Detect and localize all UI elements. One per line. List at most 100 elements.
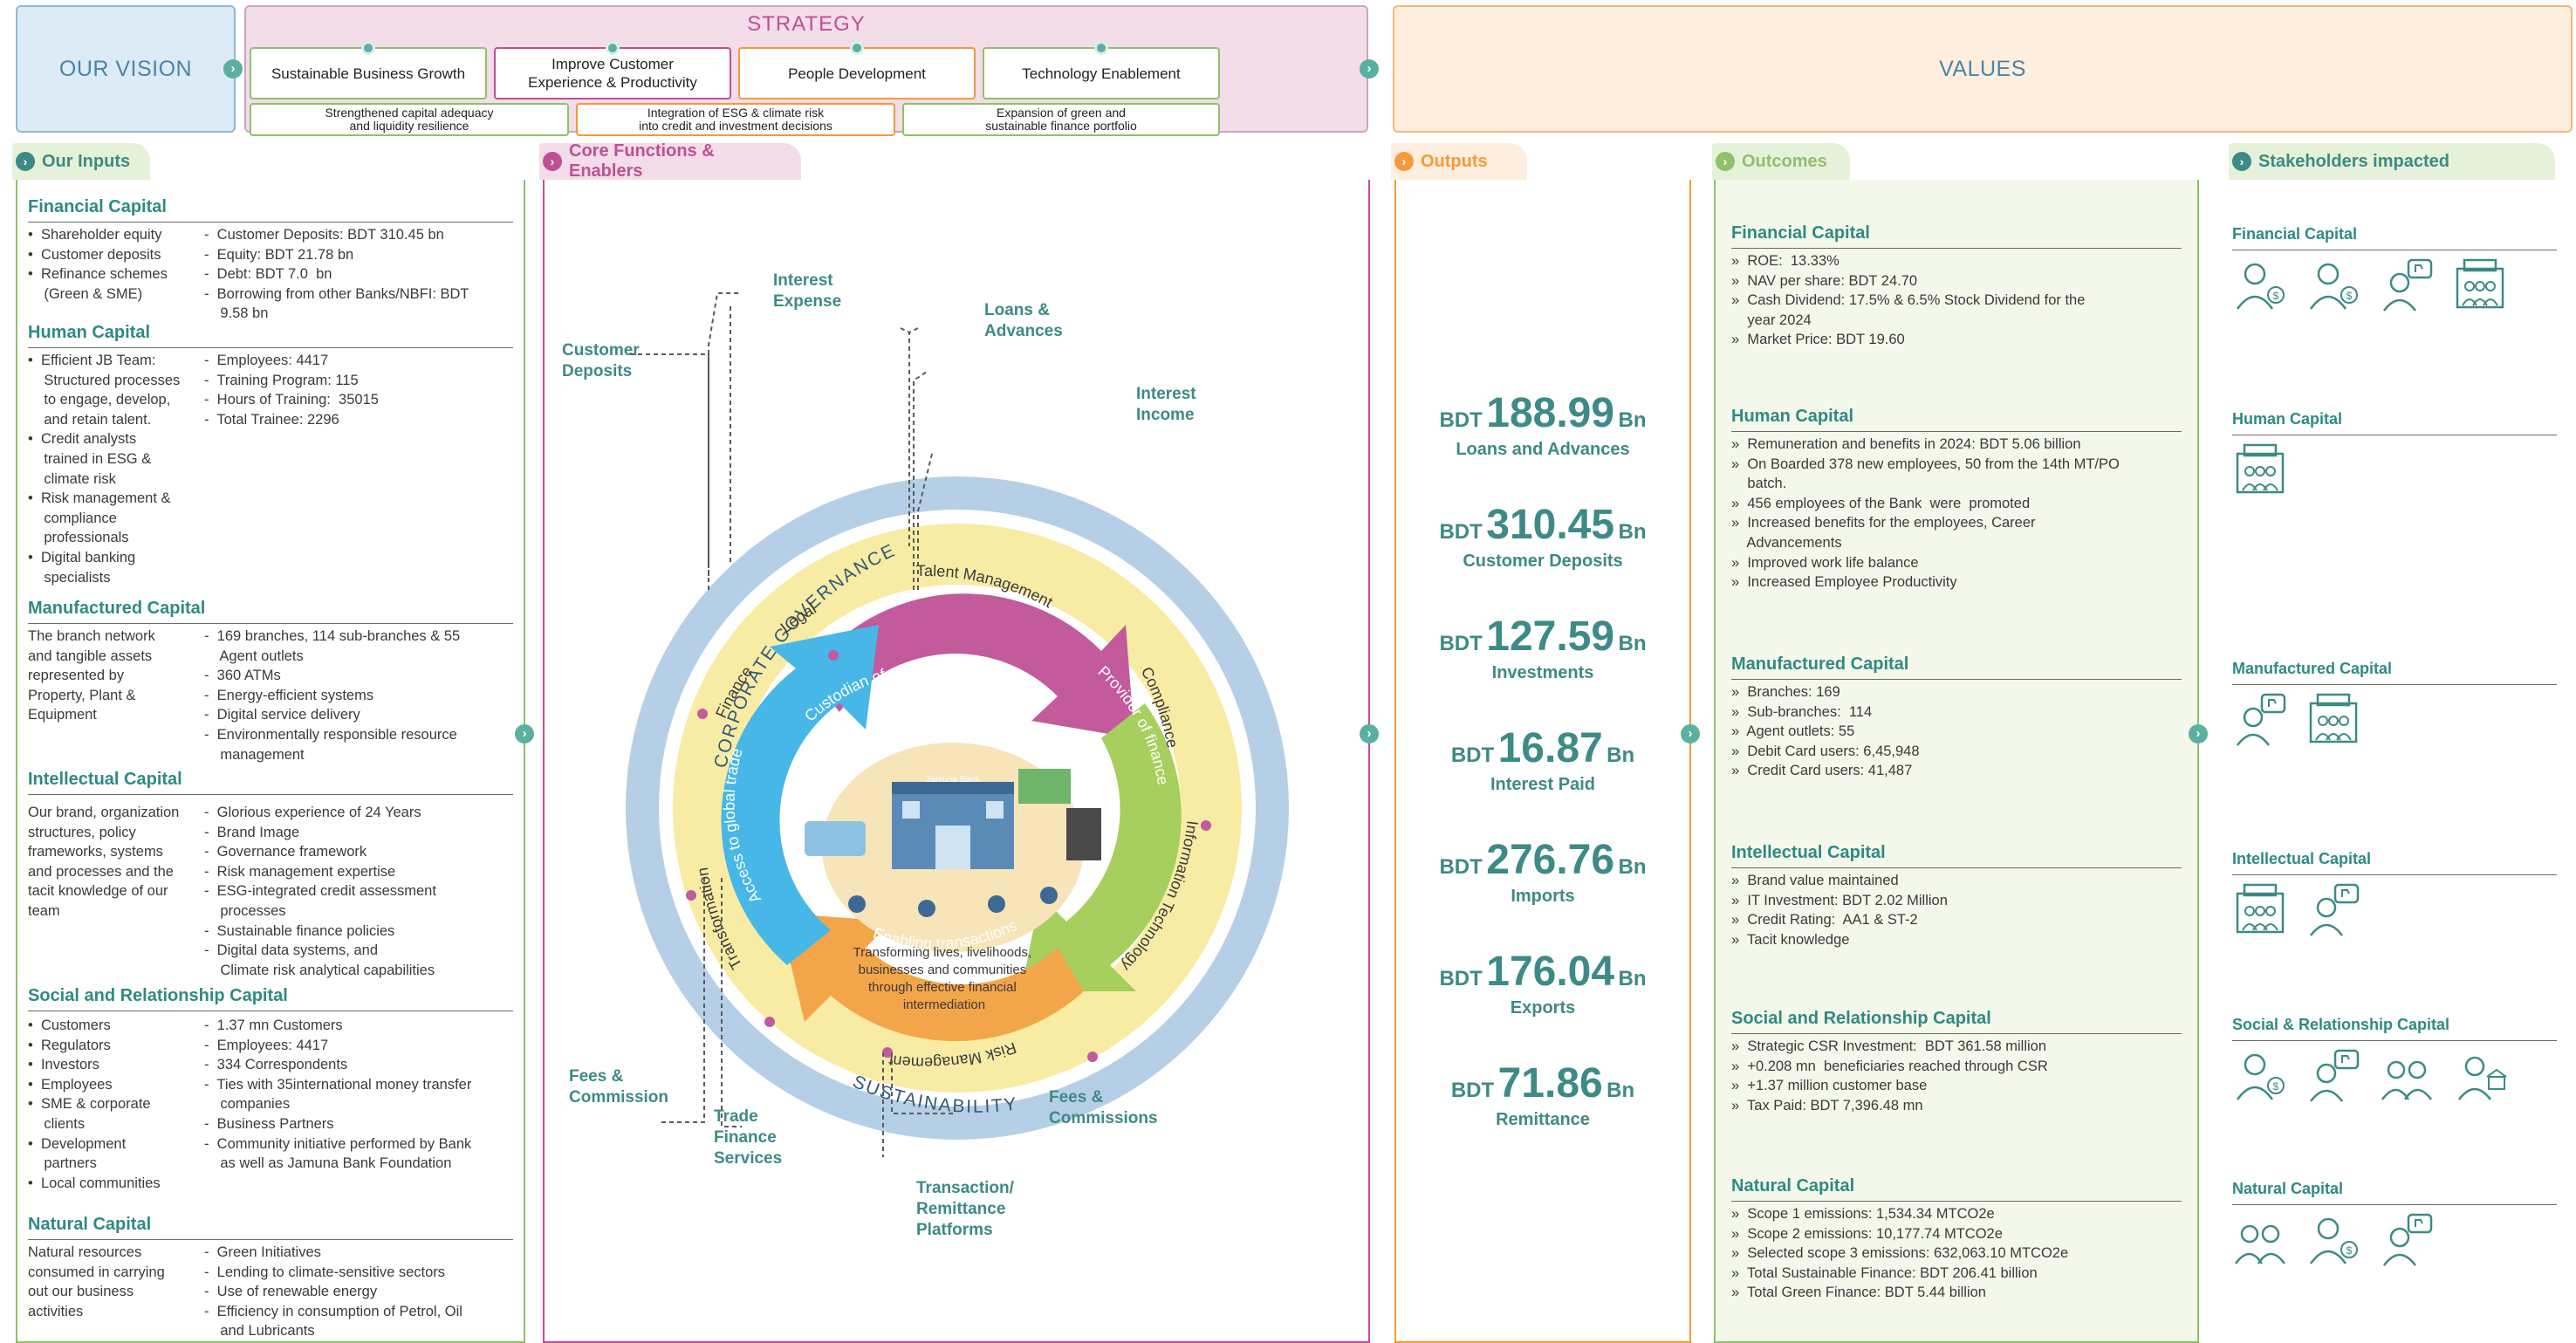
- community-icon: [2232, 1211, 2288, 1267]
- strategy-sub: Integration of ESG & climate risk into c…: [576, 103, 895, 136]
- chevron-right-icon: ›: [223, 59, 243, 79]
- outcome-items: » Branches: 169» Sub-branches: 114» Agen…: [1731, 682, 1920, 781]
- outcome-items: » ROE: 13.33%» NAV per share: BDT 24.70»…: [1731, 251, 2085, 350]
- output-unit: Bn: [1618, 632, 1647, 655]
- output-label: Customer Deposits: [1463, 552, 1623, 571]
- strategy-sub: Expansion of green and sustainable finan…: [902, 103, 1220, 136]
- regulator-icon: [2452, 1047, 2508, 1103]
- customer-icon: [2379, 257, 2435, 312]
- outcome-item: » Credit Card users: 41,487: [1731, 763, 1913, 779]
- outcome-item: » Selected scope 3 emissions: 632,063.10…: [1731, 1245, 2069, 1262]
- stakeholder-title: Manufactured Capital: [2232, 660, 2393, 677]
- output-number: 310.45: [1486, 502, 1615, 548]
- flow-trade-finance: Trade Finance Services: [714, 1107, 783, 1168]
- chevron-right-icon: ›: [543, 152, 562, 171]
- chevron-right-icon: ›: [1394, 152, 1414, 171]
- strategy-pillar: People Development: [738, 41, 976, 99]
- flow-customer-deposits: Customer Deposits: [562, 341, 640, 380]
- value-creation-diagram: Jamuna Bank CORPORATE GOVERNANCE SUSTAIN…: [626, 292, 1289, 1157]
- center-text: Transforming lives, livelihoods, busines…: [853, 945, 1036, 1012]
- svg-text:$: $: [2346, 1244, 2353, 1257]
- strategy-sub: Strengthened capital adequacy and liquid…: [250, 103, 569, 136]
- stakeholder-title: Social & Relationship Capital: [2232, 1016, 2450, 1033]
- outcome-item: » Brand value maintained: [1731, 873, 1899, 888]
- output-unit: Bn: [1618, 520, 1647, 544]
- outcome-title: Natural Capital: [1731, 1176, 1855, 1196]
- output-prefix: BDT: [1439, 408, 1483, 432]
- outcome-item: » Scope 1 emissions: 1,534.34 MTCO2e: [1731, 1206, 1995, 1222]
- output-unit: Bn: [1618, 408, 1647, 432]
- capital-right: - 1.37 mn Customers- Employees: 4417- 33…: [204, 1018, 472, 1172]
- investor-icon: $: [2305, 1211, 2361, 1267]
- chevron-right-icon: ›: [1360, 724, 1379, 743]
- investor-icon: $: [2305, 257, 2361, 312]
- institution-icon: [2232, 881, 2288, 937]
- outcome-items: » Strategic CSR Investment: BDT 361.58 m…: [1731, 1037, 2048, 1115]
- outcome-item: » Improved work life balance: [1731, 554, 1919, 571]
- flow-transaction-platforms: Transaction/ Remittance Platforms: [916, 1179, 1014, 1239]
- capital-title: Natural Capital: [28, 1215, 152, 1234]
- flow-loans: Loans & Advances: [984, 301, 1063, 340]
- outcome-item: » Scope 2 emissions: 10,177.74 MTCO2e: [1731, 1225, 2003, 1242]
- server-icon: [1066, 808, 1101, 860]
- investor-icon: $: [2232, 1047, 2288, 1103]
- chevron-right-icon: ›: [2189, 724, 2208, 743]
- outcome-items: » Brand value maintained» IT Investment:…: [1731, 871, 1948, 949]
- output-prefix: BDT: [1439, 632, 1483, 655]
- output-prefix: BDT: [1439, 520, 1483, 544]
- outcome-title: Intellectual Capital: [1731, 843, 1886, 862]
- stakeholder-title: Human Capital: [2232, 410, 2343, 428]
- output-label: Investments: [1491, 663, 1594, 682]
- finance-arrow: [1021, 703, 1182, 991]
- outcome-item: batch.: [1731, 476, 1787, 492]
- outcome-item: » Cash Dividend: 17.5% & 6.5% Stock Divi…: [1731, 292, 2086, 309]
- strategy-box: STRATEGY Sustainable Business Growth Imp…: [244, 5, 1368, 136]
- output-value: BDT 16.87 Bn: [1421, 724, 1665, 772]
- chevron-right-icon: ›: [515, 724, 534, 743]
- output-label: Remittance: [1496, 1110, 1590, 1129]
- outcome-item: year 2024: [1731, 312, 1812, 328]
- output-label: Imports: [1511, 887, 1575, 906]
- outcome-item: » Tacit knowledge: [1731, 931, 1850, 948]
- capital-left: • Efficient JB Team: Structured processe…: [28, 353, 181, 586]
- investor-icon: $: [2232, 257, 2288, 312]
- output-unit: Bn: [1618, 855, 1647, 879]
- values-label: VALUES: [1939, 56, 2026, 81]
- center-line: Transforming lives, livelihoods,: [853, 945, 1032, 960]
- custodian-arrow: [809, 593, 1134, 738]
- dot-icon: [606, 41, 620, 55]
- output-value: BDT 310.45 Bn: [1421, 501, 1665, 549]
- outcome-item: » Credit Rating: AA1 & ST-2: [1731, 912, 1918, 928]
- stakeholder-title: Intellectual Capital: [2232, 850, 2372, 867]
- outputs-heading: ›Outputs: [1391, 143, 1527, 180]
- capital-right: - Glorious experience of 24 Years- Brand…: [204, 805, 436, 978]
- outcome-title: Social and Relationship Capital: [1731, 1009, 1991, 1028]
- chevron-right-icon: ›: [2232, 152, 2251, 171]
- chevron-right-icon: ›: [1681, 724, 1700, 743]
- institution-icon: [2232, 442, 2288, 497]
- output-label: Loans and Advances: [1456, 440, 1630, 459]
- inputs-heading: ›Our Inputs: [12, 143, 150, 180]
- truck-icon: [805, 821, 866, 856]
- core-panel: [543, 180, 1370, 1343]
- institution-icon: [2452, 257, 2508, 312]
- output-prefix: BDT: [1439, 855, 1483, 879]
- chevron-right-icon: ›: [1716, 152, 1735, 171]
- outcome-title: Manufactured Capital: [1731, 654, 1909, 674]
- center-line: through effective financial: [868, 980, 1017, 995]
- customer-icon: [2305, 1047, 2361, 1103]
- capital-right: - Customer Deposits: BDT 310.45 bn- Equi…: [204, 227, 469, 322]
- outcome-items: » Scope 1 emissions: 1,534.34 MTCO2e » Sc…: [1731, 1204, 2068, 1303]
- output-unit: Bn: [1618, 967, 1647, 990]
- outputs-panel: [1394, 180, 1691, 1343]
- capital-title: Manufactured Capital: [28, 599, 206, 618]
- values-box: VALUES: [1393, 5, 2573, 133]
- outcome-item: » Sub-branches: 114: [1731, 703, 1873, 720]
- outcome-item: » +1.37 million customer base: [1731, 1078, 1928, 1094]
- output-value: BDT 188.99 Bn: [1421, 389, 1665, 437]
- outcome-item: » ROE: 13.33%: [1731, 253, 1840, 269]
- outcome-item: » Remuneration and benefits in 2024: BDT…: [1731, 436, 2081, 452]
